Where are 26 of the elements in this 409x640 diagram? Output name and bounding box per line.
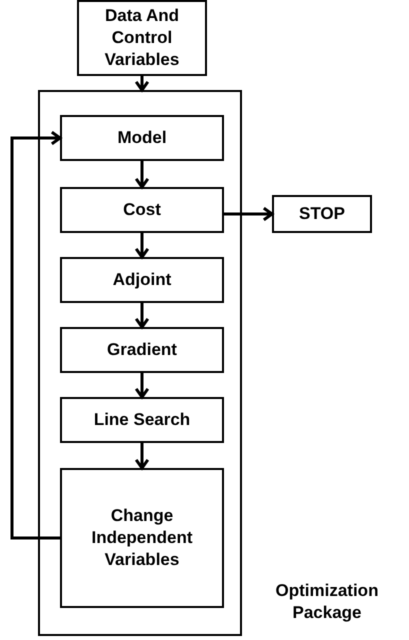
arrow — [134, 233, 150, 259]
box-label: Adjoint — [112, 269, 172, 291]
package-frame — [38, 90, 242, 636]
box-label: STOP — [299, 203, 345, 225]
arrow — [134, 373, 150, 399]
arrow — [134, 76, 150, 92]
arrow — [134, 443, 150, 470]
arrow — [134, 161, 150, 189]
process-box — [60, 327, 224, 373]
process-box — [60, 468, 224, 608]
stop-box — [272, 195, 372, 233]
box-label: Change Independent Variables — [90, 505, 194, 571]
arrow — [134, 303, 150, 329]
arrow — [224, 206, 274, 222]
box-label: Gradient — [107, 339, 177, 361]
box-label: Data And Control Variables — [104, 5, 180, 71]
box-label: Model — [117, 127, 167, 149]
group-caption: Optimization Package — [274, 580, 380, 624]
arrow — [10, 130, 62, 540]
box-label: Line Search — [94, 409, 190, 431]
process-box — [60, 257, 224, 303]
box-label: Cost — [123, 199, 161, 221]
process-box — [60, 187, 224, 233]
process-box — [60, 397, 224, 443]
process-box — [60, 115, 224, 161]
process-box — [77, 0, 207, 76]
